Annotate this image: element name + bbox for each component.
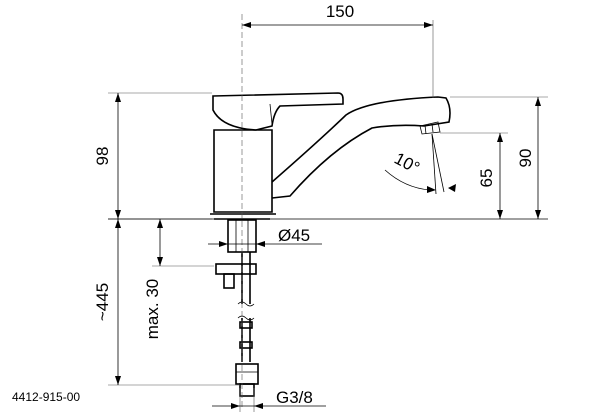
dim-label-diameter: Ø45 (278, 226, 310, 245)
dim-label-thread: G3/8 (276, 388, 313, 407)
dim-label-90: 90 (516, 149, 535, 168)
dimension-98: 98 (93, 92, 212, 220)
dim-label-angle: 10° (391, 149, 423, 178)
angle-10-degrees: 10° (384, 133, 456, 195)
dimension-90: 90 (450, 96, 548, 219)
dim-label-150: 150 (326, 2, 354, 21)
dimension-diameter-45: Ø45 (208, 226, 322, 247)
dimension-max-30: max. 30 (143, 219, 214, 339)
dimension-445: ~445 (93, 219, 240, 386)
dim-label-445: ~445 (93, 283, 112, 321)
dimension-65: 65 (440, 132, 508, 219)
dimension-150: 150 (242, 2, 434, 98)
part-number: 4412-915-00 (12, 390, 80, 404)
dimension-thread: G3/8 (212, 388, 326, 412)
dim-label-65: 65 (477, 169, 496, 188)
dim-label-98: 98 (93, 147, 112, 166)
faucet-outline (210, 92, 451, 215)
dim-label-max-30: max. 30 (143, 279, 162, 339)
